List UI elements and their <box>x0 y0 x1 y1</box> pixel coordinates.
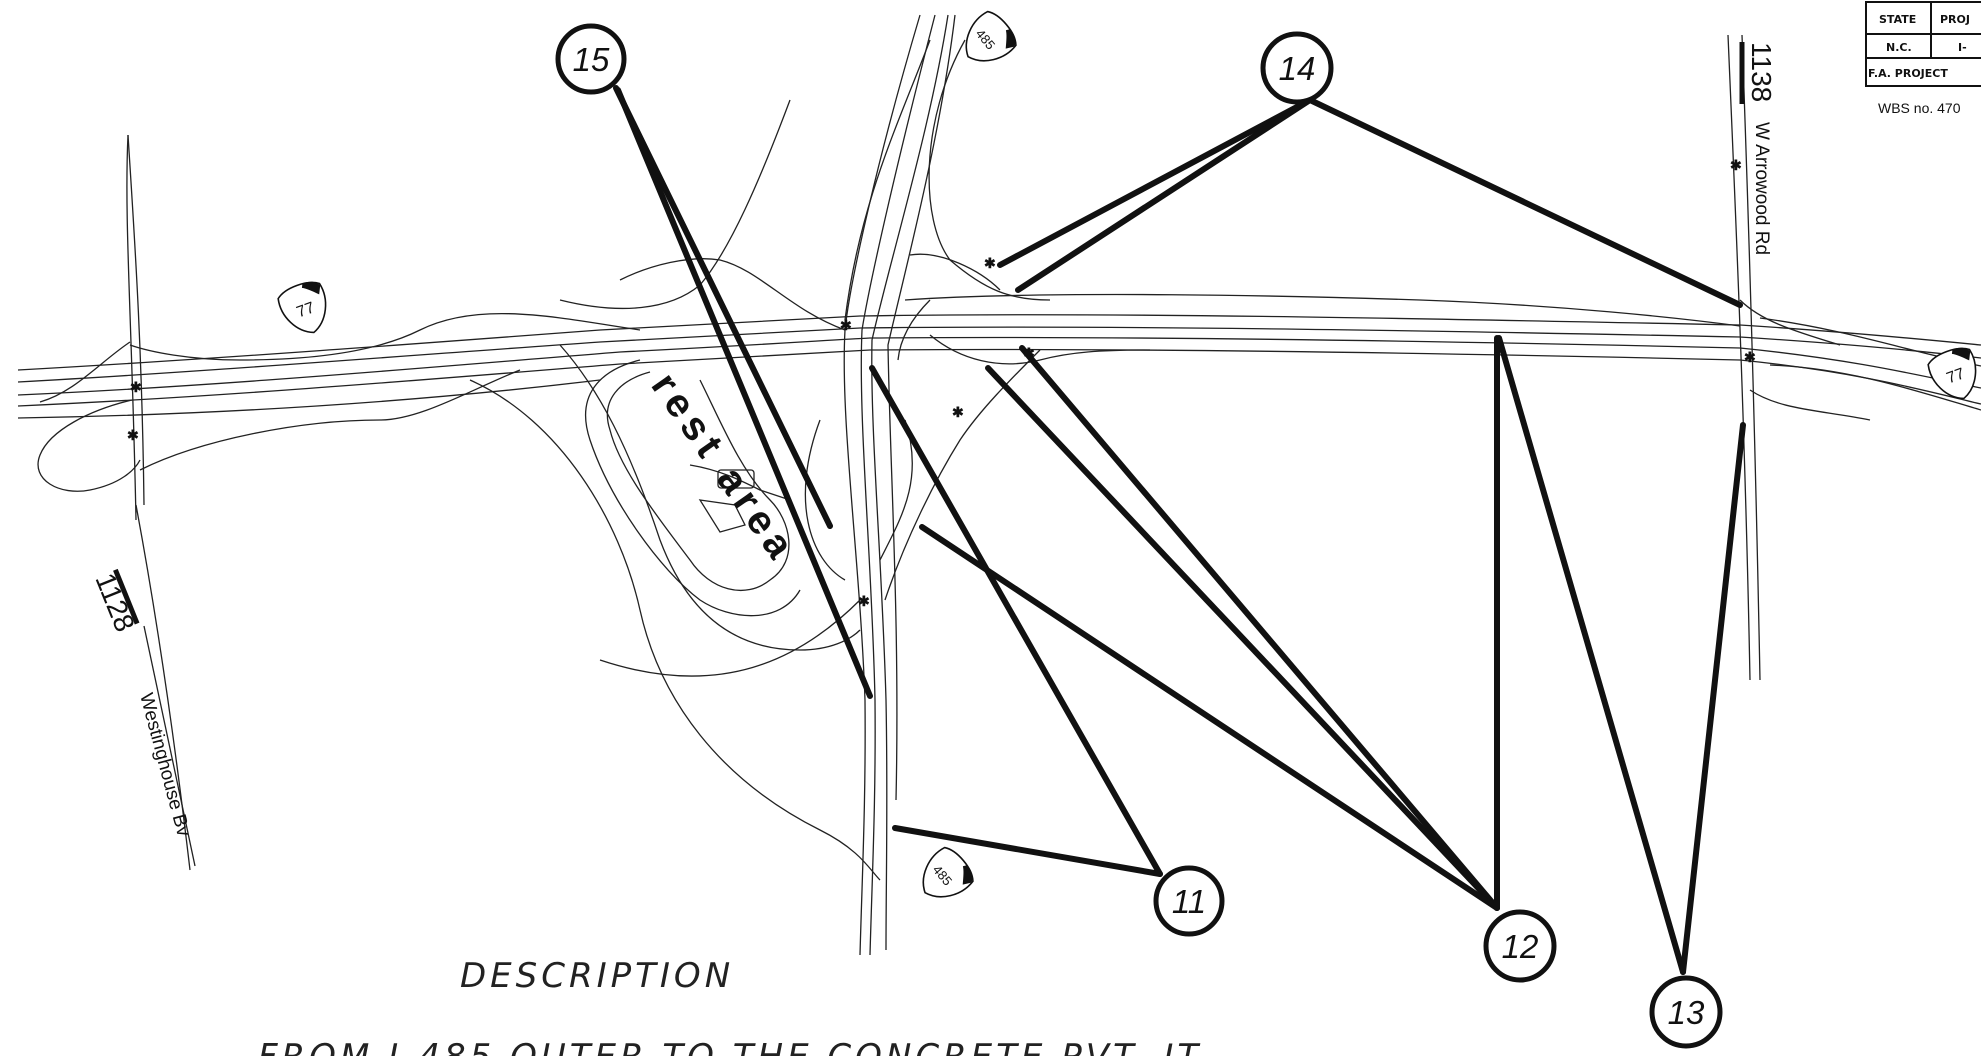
svg-text:✱: ✱ <box>858 593 870 609</box>
title-block-state-value: N.C. <box>1886 41 1912 54</box>
leader-11-a <box>892 825 1163 877</box>
leader-12-a <box>985 365 1500 911</box>
description-heading: DESCRIPTION <box>460 956 734 996</box>
rest-area-label: rest area <box>643 365 806 571</box>
title-block-state-header: STATE <box>1879 13 1916 26</box>
i77-shield: 77 <box>277 281 327 334</box>
leader-12-b <box>1019 345 1500 911</box>
leader-14-c <box>1307 97 1743 308</box>
westinghouse-route-number: 1128 <box>89 569 140 636</box>
svg-text:✱: ✱ <box>840 317 852 333</box>
i485-shield-top: 485 <box>965 10 1017 62</box>
leader-13-a <box>1496 335 1686 975</box>
svg-text:✱: ✱ <box>1730 157 1742 173</box>
i77-mainline <box>17 293 1981 471</box>
leader-lines <box>613 85 1746 975</box>
w-arrowood-road-name: W Arrowood Rd <box>1751 122 1772 255</box>
svg-text:✱: ✱ <box>130 379 142 395</box>
i485-shield-bottom: 485 <box>922 846 974 898</box>
title-block-wbs: WBS no. 470 <box>1878 100 1961 116</box>
leader-13-b <box>1680 422 1746 975</box>
svg-text:✱: ✱ <box>127 427 139 443</box>
i77-shield-right-label: 77 <box>1944 365 1967 387</box>
leader-14-b <box>1015 97 1313 293</box>
callout-14-label: 14 <box>1279 50 1316 87</box>
title-block: STATE PROJ N.C. I- F.A. PROJECT WBS no. … <box>1865 1 1981 116</box>
svg-text:✱: ✱ <box>952 404 964 420</box>
i485-interchange <box>559 14 1151 956</box>
callout-11: 11 <box>1153 865 1225 937</box>
callout-15-label: 15 <box>573 41 610 78</box>
westinghouse-label-group: 1128 <box>89 569 140 636</box>
svg-text:✱: ✱ <box>1744 349 1756 365</box>
i77-shield-label: 77 <box>294 299 317 321</box>
callout-15: 15 <box>555 23 627 95</box>
title-block-fa-project: F.A. PROJECT <box>1868 67 1948 80</box>
title-block-project-header: PROJ <box>1940 13 1970 26</box>
callout-13-label: 13 <box>1668 994 1705 1031</box>
callout-12-label: 12 <box>1502 928 1539 965</box>
i77-shield-right: 77 <box>1927 347 1977 400</box>
rest-area-site <box>469 344 881 881</box>
leader-15-a <box>613 85 833 529</box>
westinghouse-road-name: Westinghouse Bv <box>135 691 194 839</box>
description-line: FROM I-485 OUTER TO THE CONCRETE PVT. JT… <box>258 1037 1213 1056</box>
w-arrowood-road <box>1727 34 1871 681</box>
title-block-project-value: I- <box>1958 41 1967 54</box>
callout-13: 13 <box>1649 975 1723 1049</box>
w-arrowood-label-group: 1138 W Arrowood Rd <box>1739 42 1777 255</box>
svg-text:✱: ✱ <box>984 255 996 271</box>
leader-14-a <box>997 97 1313 268</box>
callout-12: 12 <box>1483 909 1557 983</box>
callout-11-label: 11 <box>1172 883 1206 920</box>
w-arrowood-route-number: 1138 <box>1746 42 1777 102</box>
leader-12-c <box>919 524 1500 911</box>
leader-15-b <box>615 87 873 699</box>
leader-11-b <box>869 365 1163 877</box>
callout-14: 14 <box>1260 31 1334 105</box>
